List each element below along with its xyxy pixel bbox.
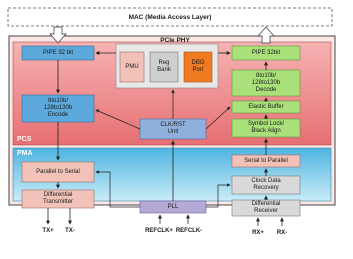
rx-pipe-block [231,45,301,61]
clk-rst-unit-label: CLK/RST Unit [160,122,186,135]
phy-title: PCIe PHY [160,36,190,44]
pmu-label: PMU [125,63,139,70]
clock-data-recovery-label: Clock Data Recovery [251,178,281,191]
rx-to-mac-arrow [257,26,275,44]
differential-receiver-label: Differential Receiver [251,201,281,214]
refclk-minus-label: REFCLK- [175,227,203,234]
symbol-lock-label: Symbol Lock/ Black Align [247,121,284,134]
encode-block [21,94,95,123]
mac-to-tx-arrow [49,26,67,44]
serial-to-parallel-label: Serial to Parallel [244,157,288,164]
reg-bank-label: Reg Bank [157,60,171,73]
parallel-to-serial-label: Parallel to Serial [36,168,80,175]
decode-block [231,69,301,97]
rx-pipe-label: PIPE 32bit [251,49,281,56]
mac-layer-box [7,7,333,27]
tx-plus-label: TX+ [42,227,54,234]
refclk-plus-label: REFCLK+ [145,227,173,234]
reg-bank-block [149,51,179,83]
pma-label: PMA [17,149,33,157]
encode-label: 8to10b/ 128to130b Encode [43,98,73,118]
mac-title: MAC (Media Access Layer) [128,13,212,21]
pmu-block [119,51,145,83]
elastic-buffer-label: Elastic Buffer [248,103,284,110]
dbg-port-block [183,51,213,83]
pll-to-serializer-line [95,170,140,208]
clk-to-tx-line [95,109,141,130]
decode-label: 8to10b/ 128to130b Decode [251,72,281,93]
tx-minus-label: TX- [65,227,75,234]
dbg-port-label: DBG Port [191,60,205,73]
rx-minus-label: RX- [276,229,288,236]
pll-label: PLL [167,203,179,210]
pcs-label: PCS [17,135,32,143]
pll-to-cdr-line [206,183,231,208]
rx-plus-label: RX+ [252,229,264,236]
differential-transmitter-label: Differential Transmitter [42,192,74,205]
clk-to-rx-line [205,106,231,130]
differential-transmitter-block [21,189,95,209]
tx-pipe-label: PIPE 32 bit [42,49,74,56]
